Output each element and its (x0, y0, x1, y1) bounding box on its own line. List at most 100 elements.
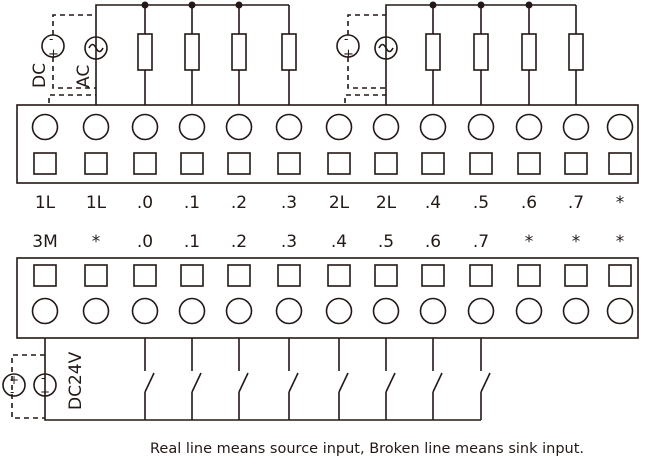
bottom-terminal-slot (227, 264, 251, 287)
bottom-terminal-label: * (525, 232, 534, 252)
bottom-screw-terminal (82, 297, 110, 325)
bottom-terminal-slot (517, 264, 541, 287)
load-resistor-icon (425, 33, 441, 71)
plus-sign: + (343, 47, 354, 62)
top-terminal-slot (33, 152, 57, 175)
top-screw-terminal (467, 113, 495, 141)
bottom-terminal-label: .0 (137, 232, 153, 252)
input-terminal-block (16, 257, 639, 339)
top-terminal-label: .1 (184, 193, 200, 213)
bottom-terminal-slot (84, 264, 108, 287)
input-switch-icon (288, 338, 299, 420)
top-terminal-slot (277, 152, 301, 175)
plus-sign: + (40, 385, 50, 399)
bottom-screw-terminal (515, 297, 543, 325)
top-screw-terminal (372, 113, 400, 141)
bottom-screw-terminal (372, 297, 400, 325)
top-terminal-slot (84, 152, 108, 175)
top-terminal-label: 1L (35, 193, 56, 213)
load-resistor-icon (473, 33, 489, 71)
top-terminal-slot (180, 152, 204, 175)
minus-sign: - (49, 32, 53, 46)
load-resistor-icon (184, 33, 200, 71)
input-switch-icon (432, 338, 443, 420)
output-terminal-block (16, 104, 639, 184)
ac-source-icon (374, 36, 398, 60)
top-screw-terminal (131, 113, 159, 141)
load-resistor-icon (137, 33, 153, 71)
top-terminal-slot (374, 152, 398, 175)
top-screw-terminal (225, 113, 253, 141)
dc24v-label: DC24V (66, 351, 86, 410)
top-terminal-slot (517, 152, 541, 175)
bottom-terminal-label: .3 (281, 232, 297, 252)
bottom-terminal-label: .4 (331, 232, 347, 252)
bottom-screw-terminal (131, 297, 159, 325)
load-resistor-icon (568, 33, 584, 71)
load-resistor-icon (231, 33, 247, 71)
bottom-screw-terminal (467, 297, 495, 325)
top-terminal-label: .5 (473, 193, 489, 213)
top-terminal-slot (327, 152, 351, 175)
top-terminal-slot (469, 152, 493, 175)
top-terminal-label: .4 (425, 193, 441, 213)
bottom-terminal-label: .6 (425, 232, 441, 252)
top-terminal-label: 2L (376, 193, 397, 213)
bottom-terminal-slot (374, 264, 398, 287)
minus-sign: - (41, 371, 45, 385)
bottom-terminal-label: .2 (231, 232, 247, 252)
top-terminal-slot (227, 152, 251, 175)
bottom-terminal-slot (133, 264, 157, 287)
input-switch-icon (191, 338, 202, 420)
minus-sign: - (344, 32, 348, 46)
bottom-terminal-label: 3M (32, 232, 57, 252)
bottom-screw-terminal (562, 297, 590, 325)
top-terminal-label: .0 (137, 193, 153, 213)
bottom-terminal-label: * (616, 232, 625, 252)
bottom-terminal-label: * (572, 232, 581, 252)
top-screw-terminal (82, 113, 110, 141)
top-screw-terminal (515, 113, 543, 141)
top-terminal-label: .3 (281, 193, 297, 213)
output-group-2-wiring: - + (336, 1, 576, 105)
ac-label: AC (74, 65, 94, 88)
input-switch-icon (480, 338, 491, 420)
bottom-screw-terminal (606, 297, 634, 325)
bottom-terminal-slot (327, 264, 351, 287)
minus-sign: - (10, 385, 14, 399)
top-screw-terminal (606, 113, 634, 141)
dc-label: DC (30, 63, 50, 88)
dc-source-icon (33, 373, 57, 397)
load-resistor-icon (281, 33, 297, 71)
caption: Real line means source input, Broken lin… (150, 441, 585, 457)
bottom-terminal-label: .7 (473, 232, 489, 252)
top-terminal-label: .7 (568, 193, 584, 213)
bottom-terminal-slot (277, 264, 301, 287)
input-switch-icon (338, 338, 349, 420)
bottom-screw-terminal (275, 297, 303, 325)
top-screw-terminal (562, 113, 590, 141)
top-screw-terminal (275, 113, 303, 141)
top-screw-terminal (178, 113, 206, 141)
bottom-terminal-slot (469, 264, 493, 287)
output-group-1-wiring: - + DC AC (30, 1, 289, 105)
top-screw-terminal (31, 113, 59, 141)
dc-source-sink-icon (2, 373, 26, 397)
bottom-terminal-label: .1 (184, 232, 200, 252)
input-switch-icon (238, 338, 249, 420)
bottom-terminal-slot (33, 264, 57, 287)
input-switch-icon (385, 338, 396, 420)
bottom-terminal-slot (608, 264, 632, 287)
top-terminal-slot (564, 152, 588, 175)
input-switch-icon (144, 338, 155, 420)
plus-sign: + (48, 47, 59, 62)
top-screw-terminal (325, 113, 353, 141)
bottom-screw-terminal (325, 297, 353, 325)
bottom-terminal-slot (180, 264, 204, 287)
bottom-terminal-slot (564, 264, 588, 287)
bottom-terminal-label: * (92, 232, 101, 252)
top-terminal-label: .2 (231, 193, 247, 213)
bottom-terminal-label: .5 (378, 232, 394, 252)
bottom-screw-terminal (31, 297, 59, 325)
